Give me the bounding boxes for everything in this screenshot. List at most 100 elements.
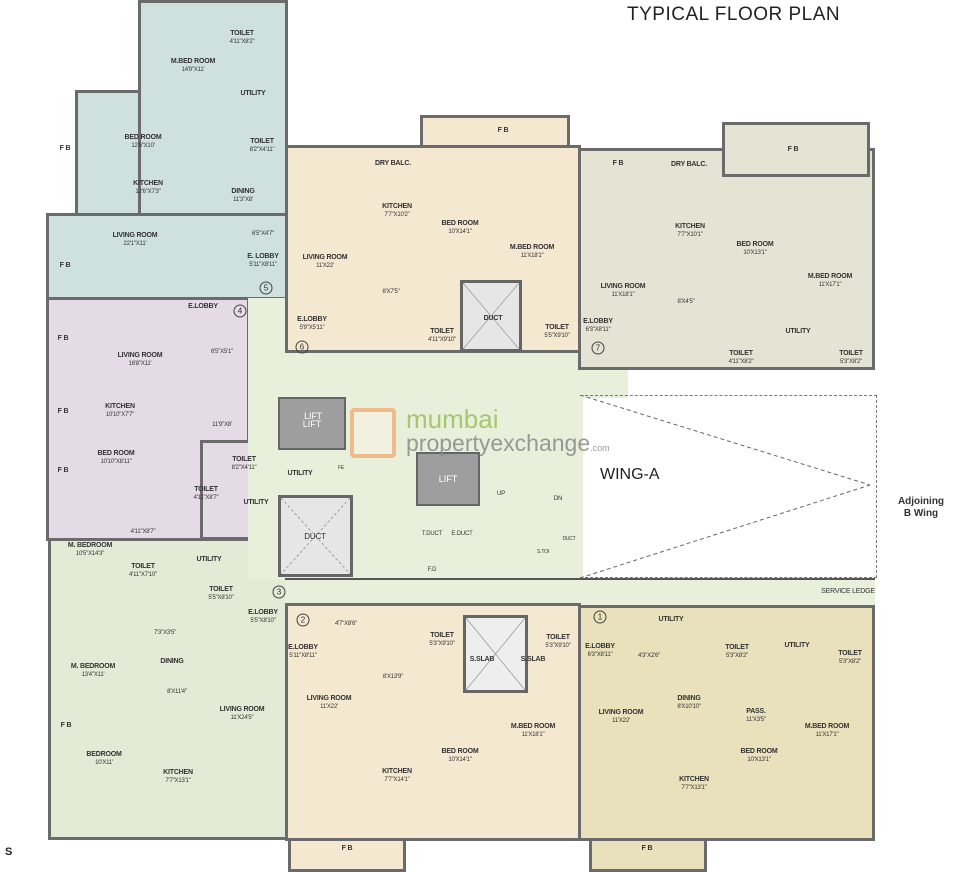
flat-1: [578, 605, 875, 841]
room-size: 8'X11'4": [167, 689, 187, 695]
room-name: TOILET: [545, 324, 569, 331]
room-name: TOILET: [430, 632, 454, 639]
flat-1-fb: [589, 838, 707, 872]
flat-number-3: 3: [272, 585, 286, 599]
room-size: 11'3"X8': [233, 197, 253, 203]
room-size: 12'6"X10': [131, 143, 155, 149]
flat-2-fb: [288, 838, 406, 872]
room-label: UTILITY: [196, 556, 221, 564]
room-size: 11'X18'1": [611, 292, 635, 298]
room-name: TOILET: [839, 350, 863, 357]
room-label: S.SLAB: [469, 656, 495, 664]
room-name: TOILET: [230, 30, 254, 37]
e-duct-label: E.DUCT: [451, 531, 473, 537]
room-name: BED ROOM: [736, 241, 774, 248]
room-size: 11'X22': [316, 263, 334, 269]
room-name: BED ROOM: [740, 748, 778, 755]
page-title: TYPICAL FLOOR PLAN: [627, 4, 841, 25]
room-name: E.LOBBY: [288, 644, 318, 651]
room-size: 6'5"X5'1": [210, 349, 234, 355]
room-size: 4'11"X7'10": [129, 572, 157, 578]
room-name: UTILITY: [658, 616, 684, 623]
room-name: UTILITY: [243, 499, 269, 506]
room-name: M.BED ROOM: [170, 58, 216, 65]
room-name: S.SLAB: [469, 656, 495, 663]
room-size: 7'7"X13'1": [165, 778, 191, 784]
room-label: UTILITY: [240, 90, 265, 98]
room-size: 10'5"X14'3": [75, 551, 105, 557]
room-name: LIVING ROOM: [112, 232, 158, 239]
room-size: 13'4"X11': [81, 672, 105, 678]
room-name: KITCHEN: [679, 776, 709, 783]
small-duct-label: DUCT: [562, 536, 576, 542]
room-name: LIVING ROOM: [306, 695, 352, 702]
flat-7: [578, 148, 875, 370]
room-label: UTILITY: [784, 642, 809, 650]
room-name: TOILET: [194, 486, 218, 493]
watermark-logo: [350, 408, 396, 458]
room-name: DINING: [231, 188, 255, 195]
room-name: BED ROOM: [441, 748, 479, 755]
service-ledge-label: SERVICE LEDGE: [821, 588, 875, 595]
flat-6-fb: [420, 115, 570, 148]
room-size: 11'X18'1": [520, 253, 544, 259]
room-label: F B: [342, 845, 353, 853]
room-size: 7'3"X3'5": [153, 630, 177, 636]
room-name: TOILET: [131, 563, 155, 570]
room-size: 11'X17'1": [818, 282, 842, 288]
room-name: M.BED ROOM: [804, 723, 850, 730]
room-label: LIVING ROOM 22'1"X11': [113, 232, 158, 248]
room-size: 7'7"X14'1": [384, 777, 410, 783]
room-name: TOILET: [838, 650, 862, 657]
room-label: TOILET 5'5"X9'10": [544, 324, 569, 340]
flat-number-7: 7: [591, 341, 605, 355]
room-size: 8'X13'9": [382, 674, 404, 680]
room-label: S.SLAB: [521, 656, 546, 664]
room-name: F B: [57, 467, 69, 474]
room-size: 4'11"X9'10": [428, 337, 456, 343]
room-name: E.LOBBY: [297, 316, 327, 323]
room-size: 6'5"X4'7": [251, 231, 275, 237]
room-name: KITCHEN: [163, 769, 193, 776]
lift-2: LIFT: [416, 452, 480, 506]
watermark: mumbai propertyexchange.com: [350, 404, 610, 462]
room-size: 4'3"X2'6": [637, 653, 661, 659]
main-duct: [278, 495, 353, 577]
room-name: BED ROOM: [97, 450, 135, 457]
room-label: UTILITY: [658, 616, 683, 624]
room-name: TOILET: [546, 634, 570, 641]
flat-number-2: 2: [296, 613, 310, 627]
room-label: F B: [60, 262, 71, 270]
room-size: 6'3"X8'11": [587, 652, 613, 658]
room-size: 5'5"X8'10": [208, 595, 234, 601]
room-name: F B: [57, 408, 69, 415]
room-name: F B: [612, 160, 624, 167]
room-size: 22'1"X11': [123, 241, 147, 247]
adjoining-line1: Adjoining: [897, 496, 945, 507]
room-name: PASS.: [746, 708, 766, 715]
room-label: DRY BALC.: [671, 161, 707, 169]
room-name: F B: [497, 127, 509, 134]
room-size: 12'6"X7'3": [135, 189, 161, 195]
room-name: LIVING ROOM: [600, 283, 646, 290]
flat-number-5: 5: [259, 281, 273, 295]
room-label: 8'X11'4": [167, 688, 187, 696]
room-size: 5'3"X8'2": [839, 359, 863, 365]
room-size: 5'5"X9'10": [544, 333, 570, 339]
room-name: DRY BALC.: [671, 161, 707, 168]
room-label: F B: [58, 408, 69, 416]
room-size: 11'X3'5": [746, 717, 766, 723]
room-label: UTILITY: [287, 470, 312, 478]
